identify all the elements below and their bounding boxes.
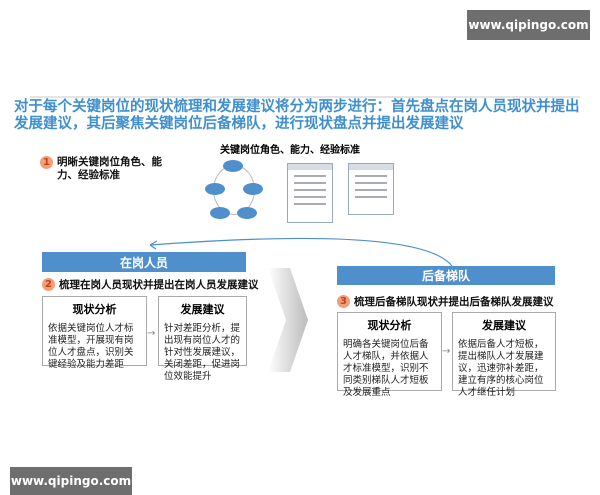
arrow-right-icon: → bbox=[442, 346, 451, 357]
watermark-top: www.qipingo.com bbox=[467, 10, 590, 40]
box-text: 明确各关键岗位后备人才梯队，并依据人才标准模型，识别不同类别梯队人才短板及发展重… bbox=[343, 339, 429, 398]
arrow-right-icon: → bbox=[147, 328, 156, 339]
header-current-staff: 在岗人员 bbox=[42, 252, 246, 272]
succession-advice-box: 发展建议 依据后备人才短板，提出梯队人才发展建议，迅速弥补差距，建立有序的核心岗… bbox=[452, 312, 556, 398]
chevron-arrow-icon bbox=[268, 268, 308, 372]
box-text: 依据后备人才短板，提出梯队人才发展建议，迅速弥补差距，建立有序的核心岗位人才继任… bbox=[458, 339, 544, 398]
box-title: 现状分析 bbox=[367, 319, 412, 332]
standards-diagram bbox=[205, 157, 394, 223]
step-text: 明晰关键岗位角色、能力、经验标准 bbox=[57, 156, 162, 181]
step-number: 2 bbox=[42, 278, 55, 291]
header-succession: 后备梯队 bbox=[337, 266, 555, 285]
box-title: 发展建议 bbox=[180, 303, 225, 316]
divider bbox=[30, 96, 580, 98]
diagram-title: 关键岗位角色、能力、经验标准 bbox=[220, 145, 360, 156]
watermark-bottom: www.qipingo.com bbox=[10, 467, 132, 495]
step-text: 梳理后备梯队现状并提出后备梯队发展建议 bbox=[354, 296, 554, 308]
step-2: 2 梳理在岗人员现状并提出在岗人员发展建议 bbox=[42, 277, 259, 292]
succession-analysis-box: 现状分析 明确各关键岗位后备人才梯队，并依据人才标准模型，识别不同类别梯队人才短… bbox=[337, 312, 442, 398]
step-number: 1 bbox=[40, 156, 53, 169]
page-title: 对于每个关键岗位的现状梳理和发展建议将分为两步进行：首先盘点在岗人员现状并提出发… bbox=[14, 99, 580, 132]
step-1: 1 明晰关键岗位角色、能力、经验标准 bbox=[40, 156, 180, 182]
box-text: 依据关键岗位人才标准模型，开展现有岗位人才盘点，识别关键经验及能力差距 bbox=[48, 323, 134, 370]
box-title: 发展建议 bbox=[482, 319, 526, 332]
box-text: 针对差距分析，提出现有岗位人才的针对性发展建议，关闭差距，促进岗位效能提升 bbox=[164, 323, 241, 382]
step-text: 梳理在岗人员现状并提出在岗人员发展建议 bbox=[59, 279, 259, 291]
current-analysis-box: 现状分析 依据关键岗位人才标准模型，开展现有岗位人才盘点，识别关键经验及能力差距 bbox=[42, 296, 147, 370]
step-number: 3 bbox=[337, 295, 350, 308]
current-advice-box: 发展建议 针对差距分析，提出现有岗位人才的针对性发展建议，关闭差距，促进岗位效能… bbox=[158, 296, 247, 382]
return-arrow bbox=[149, 237, 453, 372]
step-3: 3 梳理后备梯队现状并提出后备梯队发展建议 bbox=[337, 294, 554, 309]
box-title: 现状分析 bbox=[72, 303, 117, 316]
